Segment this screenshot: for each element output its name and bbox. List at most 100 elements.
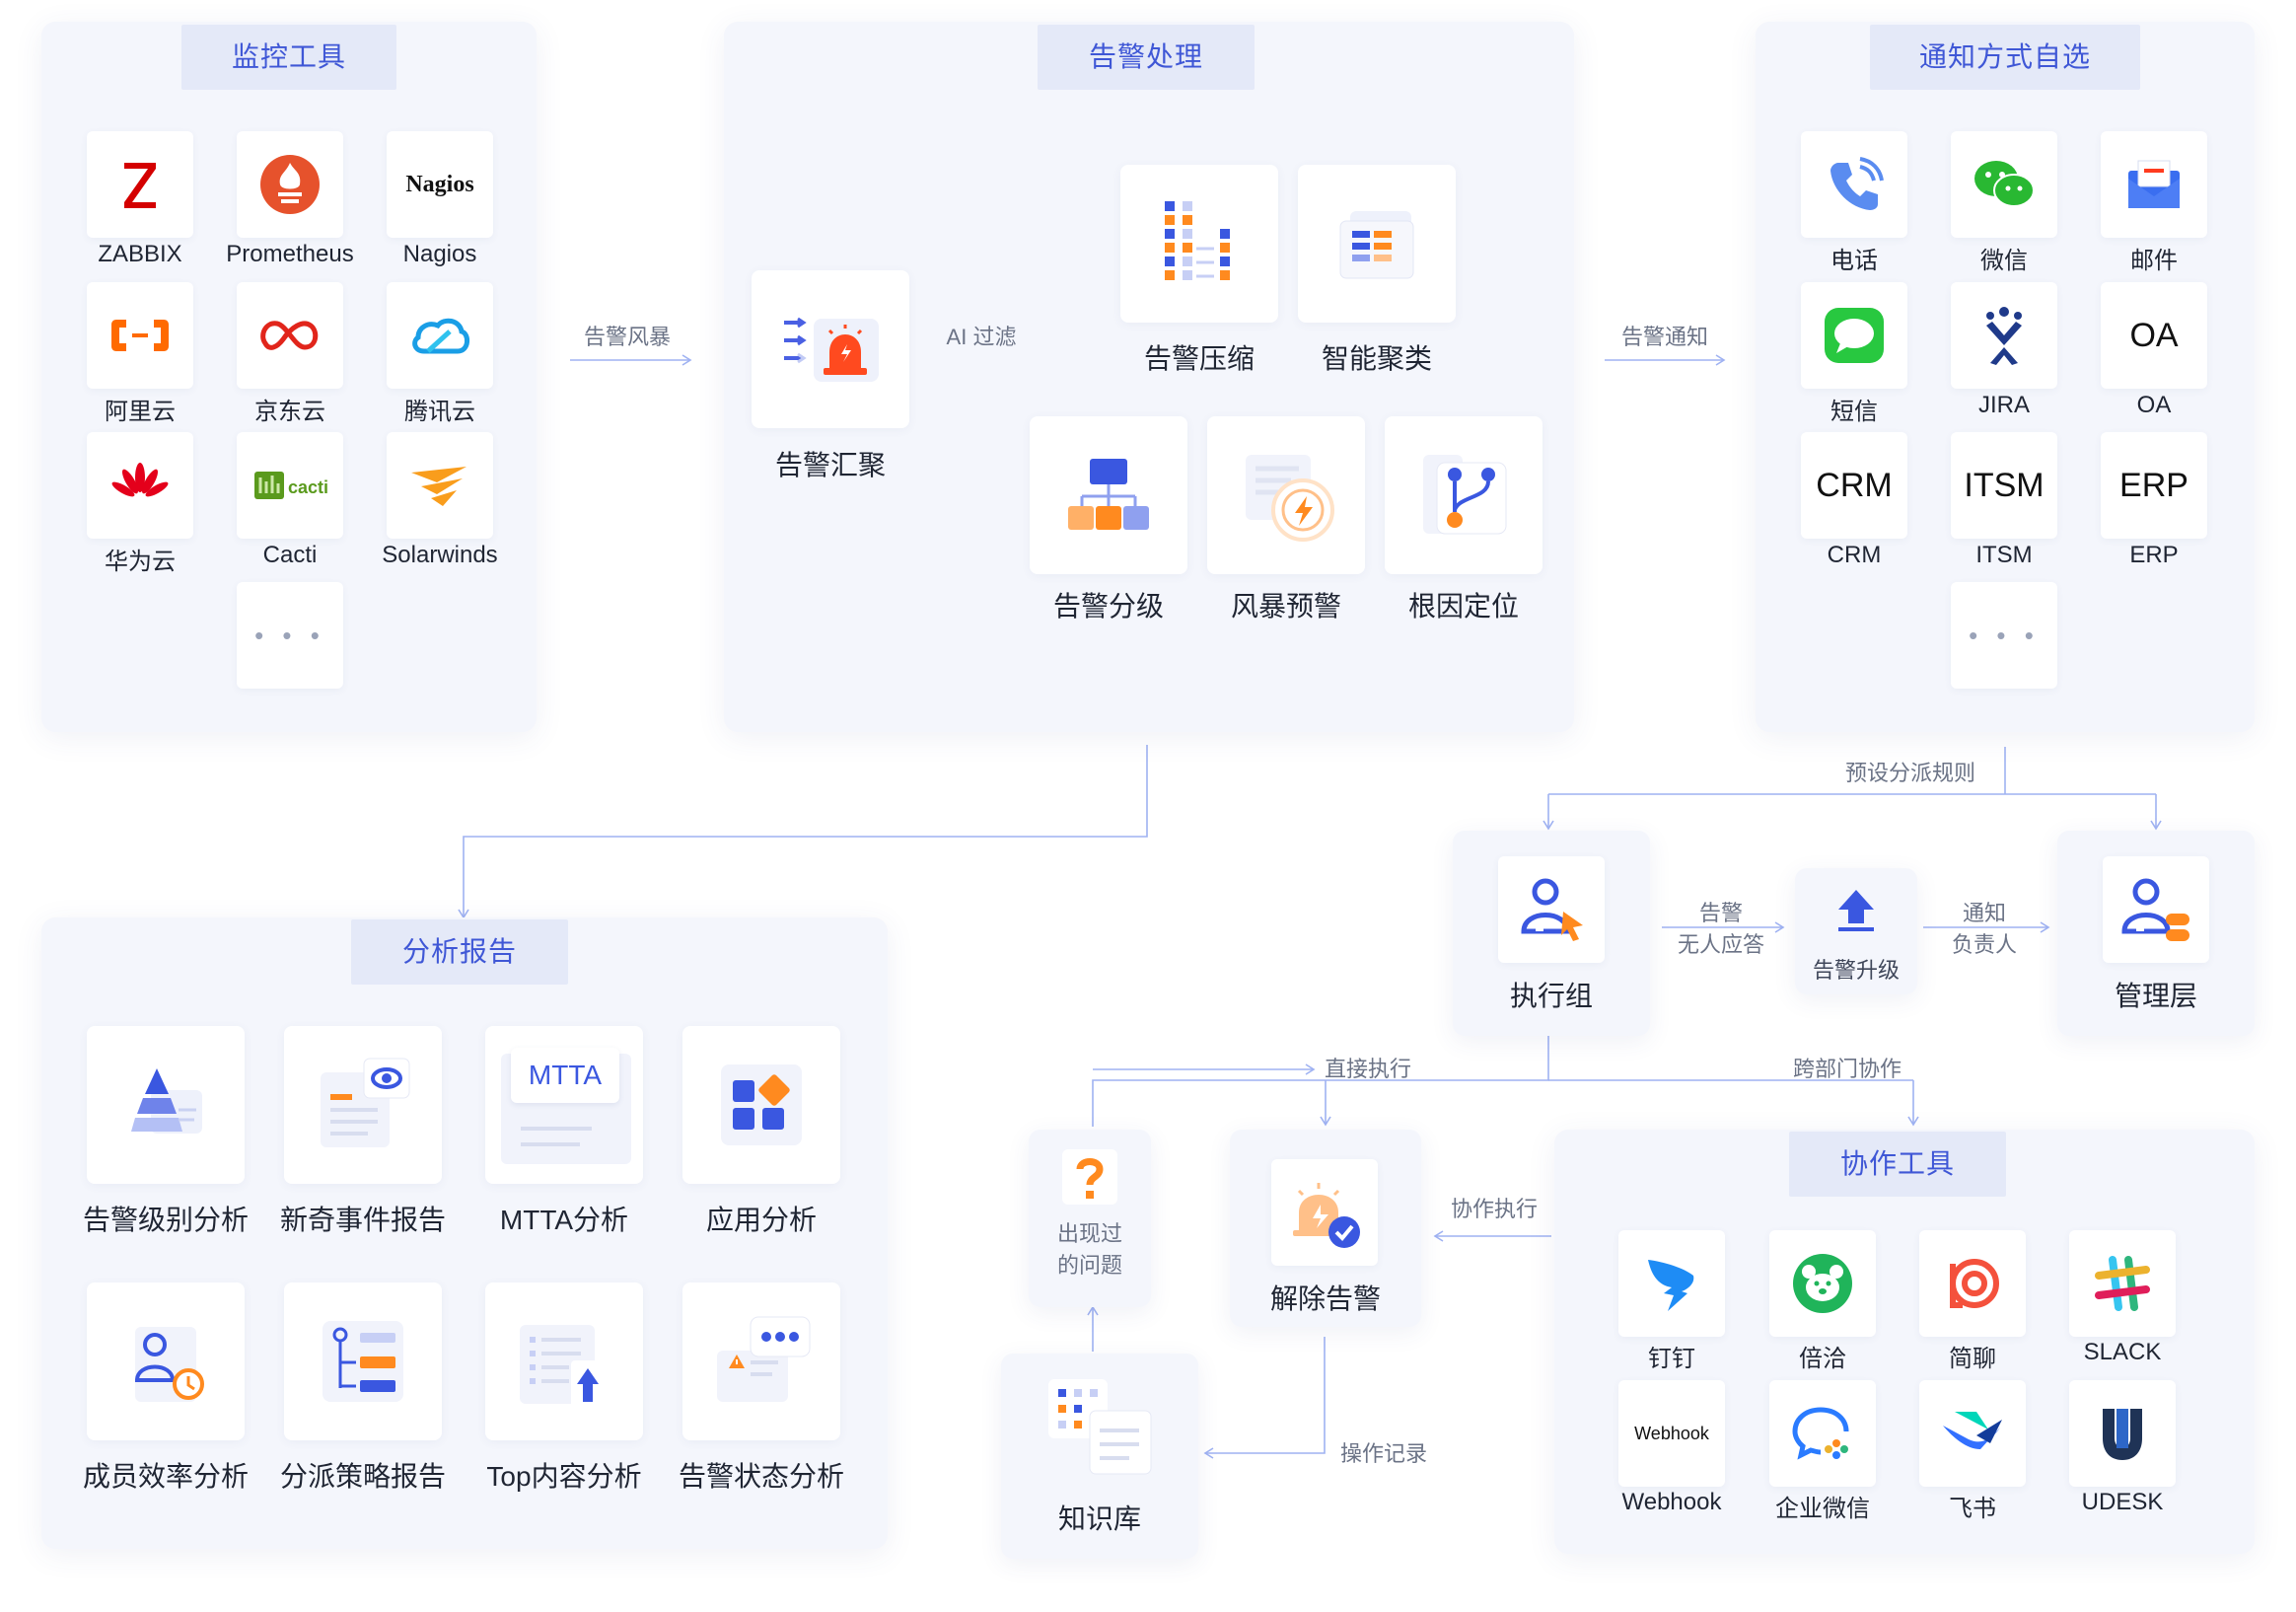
storm-warning-icon[interactable]	[1207, 416, 1365, 574]
edge-label-line: 告警	[1698, 901, 1743, 925]
root-cause-icon[interactable]	[1385, 416, 1543, 574]
monitor-tools-panel: 监控工具 ZABBIX Prometheus Nagios Nagios 阿里云…	[41, 22, 537, 732]
tile-label: 华为云	[105, 549, 176, 575]
jianliao-icon[interactable]	[1919, 1230, 2026, 1337]
tile-label: ZABBIX	[98, 241, 182, 267]
svg-text:cacti: cacti	[288, 477, 328, 497]
more-icon[interactable]: • • •	[237, 582, 343, 689]
feature-label: 智能聚类	[1321, 343, 1432, 374]
mtta-badge: MTTA	[511, 1048, 619, 1103]
analysis-label: 告警状态分析	[678, 1461, 844, 1492]
tile-label: 电话	[1830, 248, 1878, 274]
zabbix-icon[interactable]	[87, 131, 193, 238]
alert-status-analysis-icon[interactable]	[682, 1282, 840, 1440]
erp-icon[interactable]: ERP	[2101, 432, 2207, 539]
dingtalk-icon[interactable]	[1618, 1230, 1725, 1337]
tile-label: 倍洽	[1799, 1346, 1846, 1372]
tencent-cloud-icon[interactable]	[387, 282, 493, 389]
edge-label-storm: 告警风暴	[583, 325, 671, 349]
tile-label: 企业微信	[1775, 1496, 1870, 1522]
analysis-label: 分派策略报告	[279, 1461, 446, 1492]
alert-aggregate-icon[interactable]	[752, 270, 909, 428]
crm-icon[interactable]: CRM	[1801, 432, 1907, 539]
tile-label: JIRA	[1977, 392, 2030, 418]
sms-icon[interactable]	[1801, 282, 1907, 389]
exec-group-node[interactable]: 执行组	[1453, 831, 1650, 1036]
phone-icon[interactable]	[1801, 131, 1907, 238]
webhook-icon[interactable]: Webhook	[1618, 1380, 1725, 1487]
app-analysis-icon[interactable]	[682, 1026, 840, 1184]
escalate-node[interactable]: 告警升级	[1795, 868, 1917, 994]
management-node[interactable]: 管理层	[2057, 831, 2255, 1036]
prometheus-icon[interactable]	[237, 131, 343, 238]
edge-label-preset-rules: 预设分派规则	[1844, 761, 1975, 785]
oa-logo-text: OA	[2129, 316, 2179, 354]
resolve-alert-node[interactable]: 解除告警	[1230, 1130, 1421, 1327]
node-label: 执行组	[1509, 981, 1593, 1011]
tile-label: SLACK	[2083, 1339, 2162, 1365]
tile-label: 阿里云	[105, 399, 176, 425]
analysis-label: 成员效率分析	[82, 1461, 249, 1492]
member-efficiency-icon[interactable]	[87, 1282, 245, 1440]
tile-label: Cacti	[262, 542, 318, 568]
more-dots: • • •	[254, 620, 325, 650]
tile-label: 微信	[1980, 248, 2028, 274]
node-label-line: 的问题	[1056, 1253, 1122, 1278]
analysis-label: 新奇事件报告	[279, 1205, 446, 1235]
alert-processing-panel: 告警处理 告警汇聚 告警压缩 智能聚类	[724, 22, 1574, 732]
wecom-icon[interactable]	[1769, 1380, 1876, 1487]
tile-label: Webhook	[1621, 1489, 1722, 1515]
resolve-alert-icon	[1271, 1159, 1378, 1266]
edge-label-ai-filter: AI 过滤	[946, 325, 1017, 349]
edge-label-line: 通知	[1962, 901, 2006, 925]
tile-label: 邮件	[2130, 248, 2178, 274]
feature-label: 风暴预警	[1230, 591, 1341, 622]
jira-icon[interactable]	[1951, 282, 2057, 389]
cacti-icon[interactable]: cacti	[237, 432, 343, 539]
feishu-icon[interactable]	[1919, 1380, 2026, 1487]
udesk-icon[interactable]	[2069, 1380, 2176, 1487]
oa-icon[interactable]: OA	[2101, 282, 2207, 389]
tile-label: 腾讯云	[404, 399, 475, 425]
feature-label: 根因定位	[1407, 591, 1519, 622]
itsm-icon[interactable]: ITSM	[1951, 432, 2057, 539]
mail-icon[interactable]	[2101, 131, 2207, 238]
dispatch-strategy-icon[interactable]	[284, 1282, 442, 1440]
huawei-cloud-icon[interactable]	[87, 432, 193, 539]
analysis-label: 告警级别分析	[82, 1205, 249, 1235]
knowledge-base-node[interactable]: 知识库	[1001, 1354, 1198, 1559]
node-label: 知识库	[1057, 1503, 1141, 1534]
solarwinds-icon[interactable]	[387, 432, 493, 539]
node-label: 出现过 的问题	[1029, 1218, 1151, 1282]
nagios-icon[interactable]: Nagios	[387, 131, 493, 238]
analysis-label: Top内容分析	[486, 1461, 642, 1492]
alert-compress-icon[interactable]	[1120, 165, 1278, 323]
analysis-panel: 分析报告 告警级别分析 新奇事件报告 MTTA MTTA分析 应用分析 成员效率…	[41, 917, 888, 1549]
slack-icon[interactable]	[2069, 1230, 2176, 1337]
more-icon[interactable]: • • •	[1951, 582, 2057, 689]
edge-label-notify-owner: 通知 负责人	[1935, 898, 2034, 961]
webhook-logo-text: Webhook	[1634, 1423, 1709, 1443]
aliyun-icon[interactable]	[87, 282, 193, 389]
tile-label: 短信	[1830, 399, 1878, 425]
novel-event-report-icon[interactable]	[284, 1026, 442, 1184]
tile-label: Nagios	[402, 241, 477, 267]
past-issue-node[interactable]: 出现过 的问题	[1029, 1130, 1151, 1307]
mtta-analysis-icon[interactable]: MTTA	[485, 1026, 643, 1184]
bearychat-icon[interactable]	[1769, 1230, 1876, 1337]
top-content-icon[interactable]	[485, 1282, 643, 1440]
alert-level-icon[interactable]	[1030, 416, 1187, 574]
alert-level-analysis-icon[interactable]	[87, 1026, 245, 1184]
smart-cluster-icon[interactable]	[1298, 165, 1456, 323]
tile-label: 钉钉	[1648, 1346, 1695, 1372]
tile-label: ITSM	[1975, 542, 2033, 568]
more-dots: • • •	[1969, 620, 2040, 650]
collab-tools-panel: 协作工具 钉钉 倍洽 简聊 SLACK Webhook Webhook 企业微信…	[1554, 1130, 2255, 1554]
wechat-icon[interactable]	[1951, 131, 2057, 238]
edge-label-direct-exec: 直接执行	[1324, 1057, 1411, 1081]
management-icon	[2103, 856, 2209, 963]
alert-aggregate-label: 告警汇聚	[774, 450, 886, 480]
tile-label: Prometheus	[226, 241, 354, 267]
node-label: 解除告警	[1269, 1283, 1381, 1314]
jdcloud-icon[interactable]	[237, 282, 343, 389]
